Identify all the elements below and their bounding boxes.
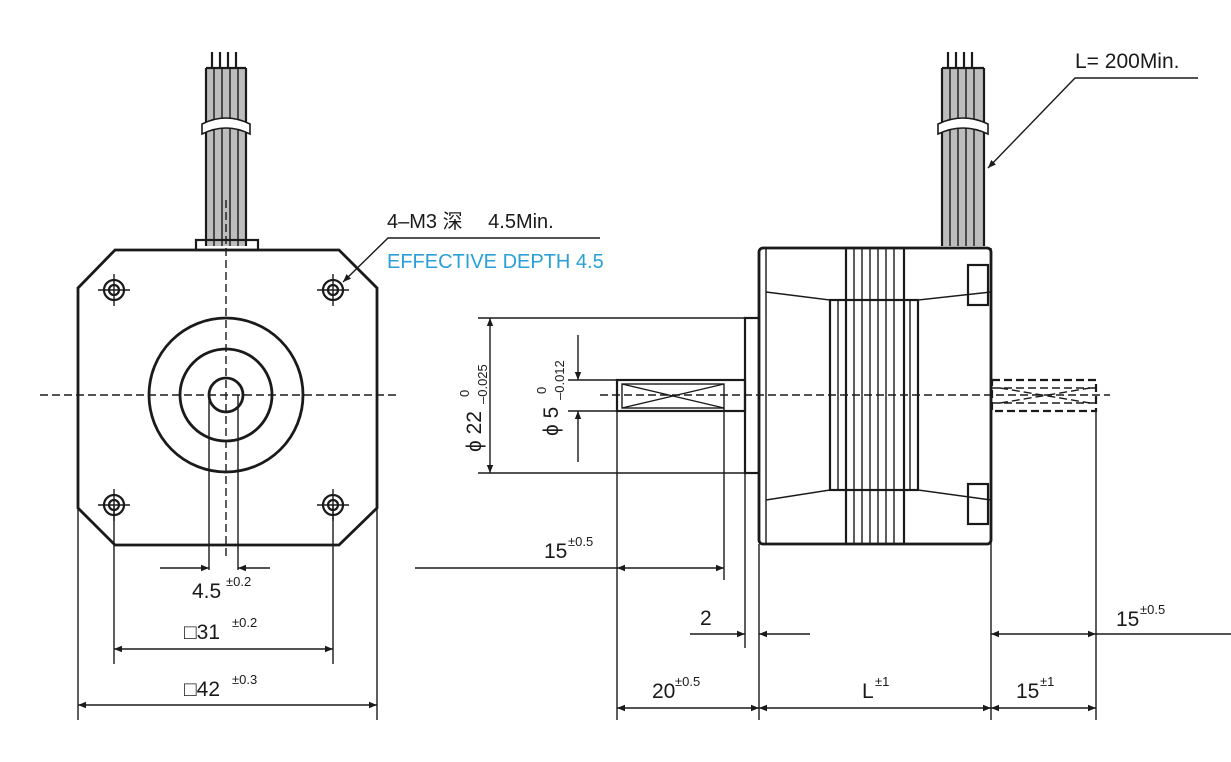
side-view: [415, 52, 1231, 720]
shaft-diameter-tol-upper: 0: [534, 387, 549, 394]
offset-label: 4.5: [192, 580, 221, 603]
side-body: [757, 246, 993, 546]
flat-length-tol: ±0.5: [568, 534, 593, 549]
front-cable: [194, 52, 260, 252]
hole-pitch-label: □31: [184, 621, 220, 644]
boss-height-label: 2: [700, 607, 712, 630]
cable-length-label: L= 200Min.: [1075, 50, 1180, 73]
tap-spec-label: 4–M3 深 4.5Min.: [387, 210, 554, 233]
body-length-tol: ±1: [875, 674, 889, 689]
boss-diameter-label: ϕ 22: [463, 411, 486, 452]
shaft-diameter-label: ϕ 5: [540, 407, 563, 436]
body-length-label: L: [862, 680, 874, 703]
front-view: [40, 52, 600, 720]
mounting-holes: [98, 274, 349, 521]
body-size-label: □42: [184, 678, 220, 701]
boss-diameter-tol-upper: 0: [457, 390, 472, 397]
side-cable: [937, 52, 989, 246]
rear-shaft-length-tol: ±1: [1040, 674, 1054, 689]
shaft-length-label: 20: [652, 680, 675, 703]
offset-tol: ±0.2: [226, 574, 251, 589]
effective-depth-label: EFFECTIVE DEPTH 4.5: [387, 251, 604, 273]
rear-shaft-length-label: 15: [1016, 680, 1039, 703]
shaft-diameter-tol-lower: –0.012: [552, 360, 567, 400]
body-size-tol: ±0.3: [232, 672, 257, 687]
labels: L= 200Min. 4–M3 深 4.5Min. EFFECTIVE DEPT…: [184, 50, 1180, 703]
shaft-length-tol: ±0.5: [675, 674, 700, 689]
rear-flat-length-label: 15: [1116, 608, 1139, 631]
rear-flat-length-tol: ±0.5: [1140, 602, 1165, 617]
hole-pitch-tol: ±0.2: [232, 615, 257, 630]
stator-lines: [837, 248, 911, 544]
front-body: [76, 248, 379, 547]
boss-diameter-tol-lower: –0.025: [475, 364, 490, 404]
flat-length-label: 15: [544, 540, 567, 563]
